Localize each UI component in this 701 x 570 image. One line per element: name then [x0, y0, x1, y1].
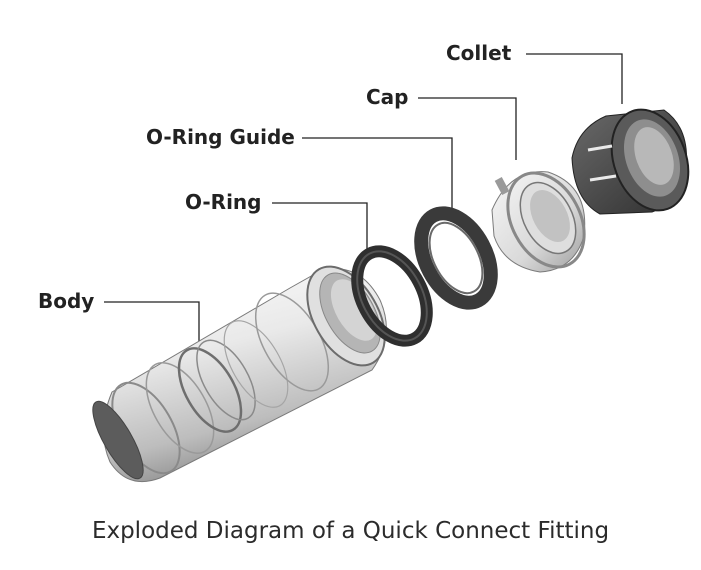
cap-label: Cap: [366, 85, 409, 109]
cap-part: [491, 171, 586, 273]
oring-label: O-Ring: [185, 190, 262, 214]
body-part: [92, 265, 387, 482]
leader-lines: [104, 53, 623, 345]
cap-leader: [418, 97, 517, 160]
body-leader: [104, 301, 200, 345]
collet-label: Collet: [446, 41, 512, 65]
collet-part: [571, 108, 690, 215]
oring-guide-label: O-Ring Guide: [146, 125, 295, 149]
diagram-caption: Exploded Diagram of a Quick Connect Fitt…: [91, 518, 610, 544]
body-label: Body: [38, 289, 95, 313]
oring-guide-part: [414, 206, 498, 310]
oring-guide-leader: [302, 137, 453, 214]
oring-leader: [272, 202, 368, 250]
oring-part: [351, 245, 433, 347]
collet-leader: [526, 53, 623, 104]
